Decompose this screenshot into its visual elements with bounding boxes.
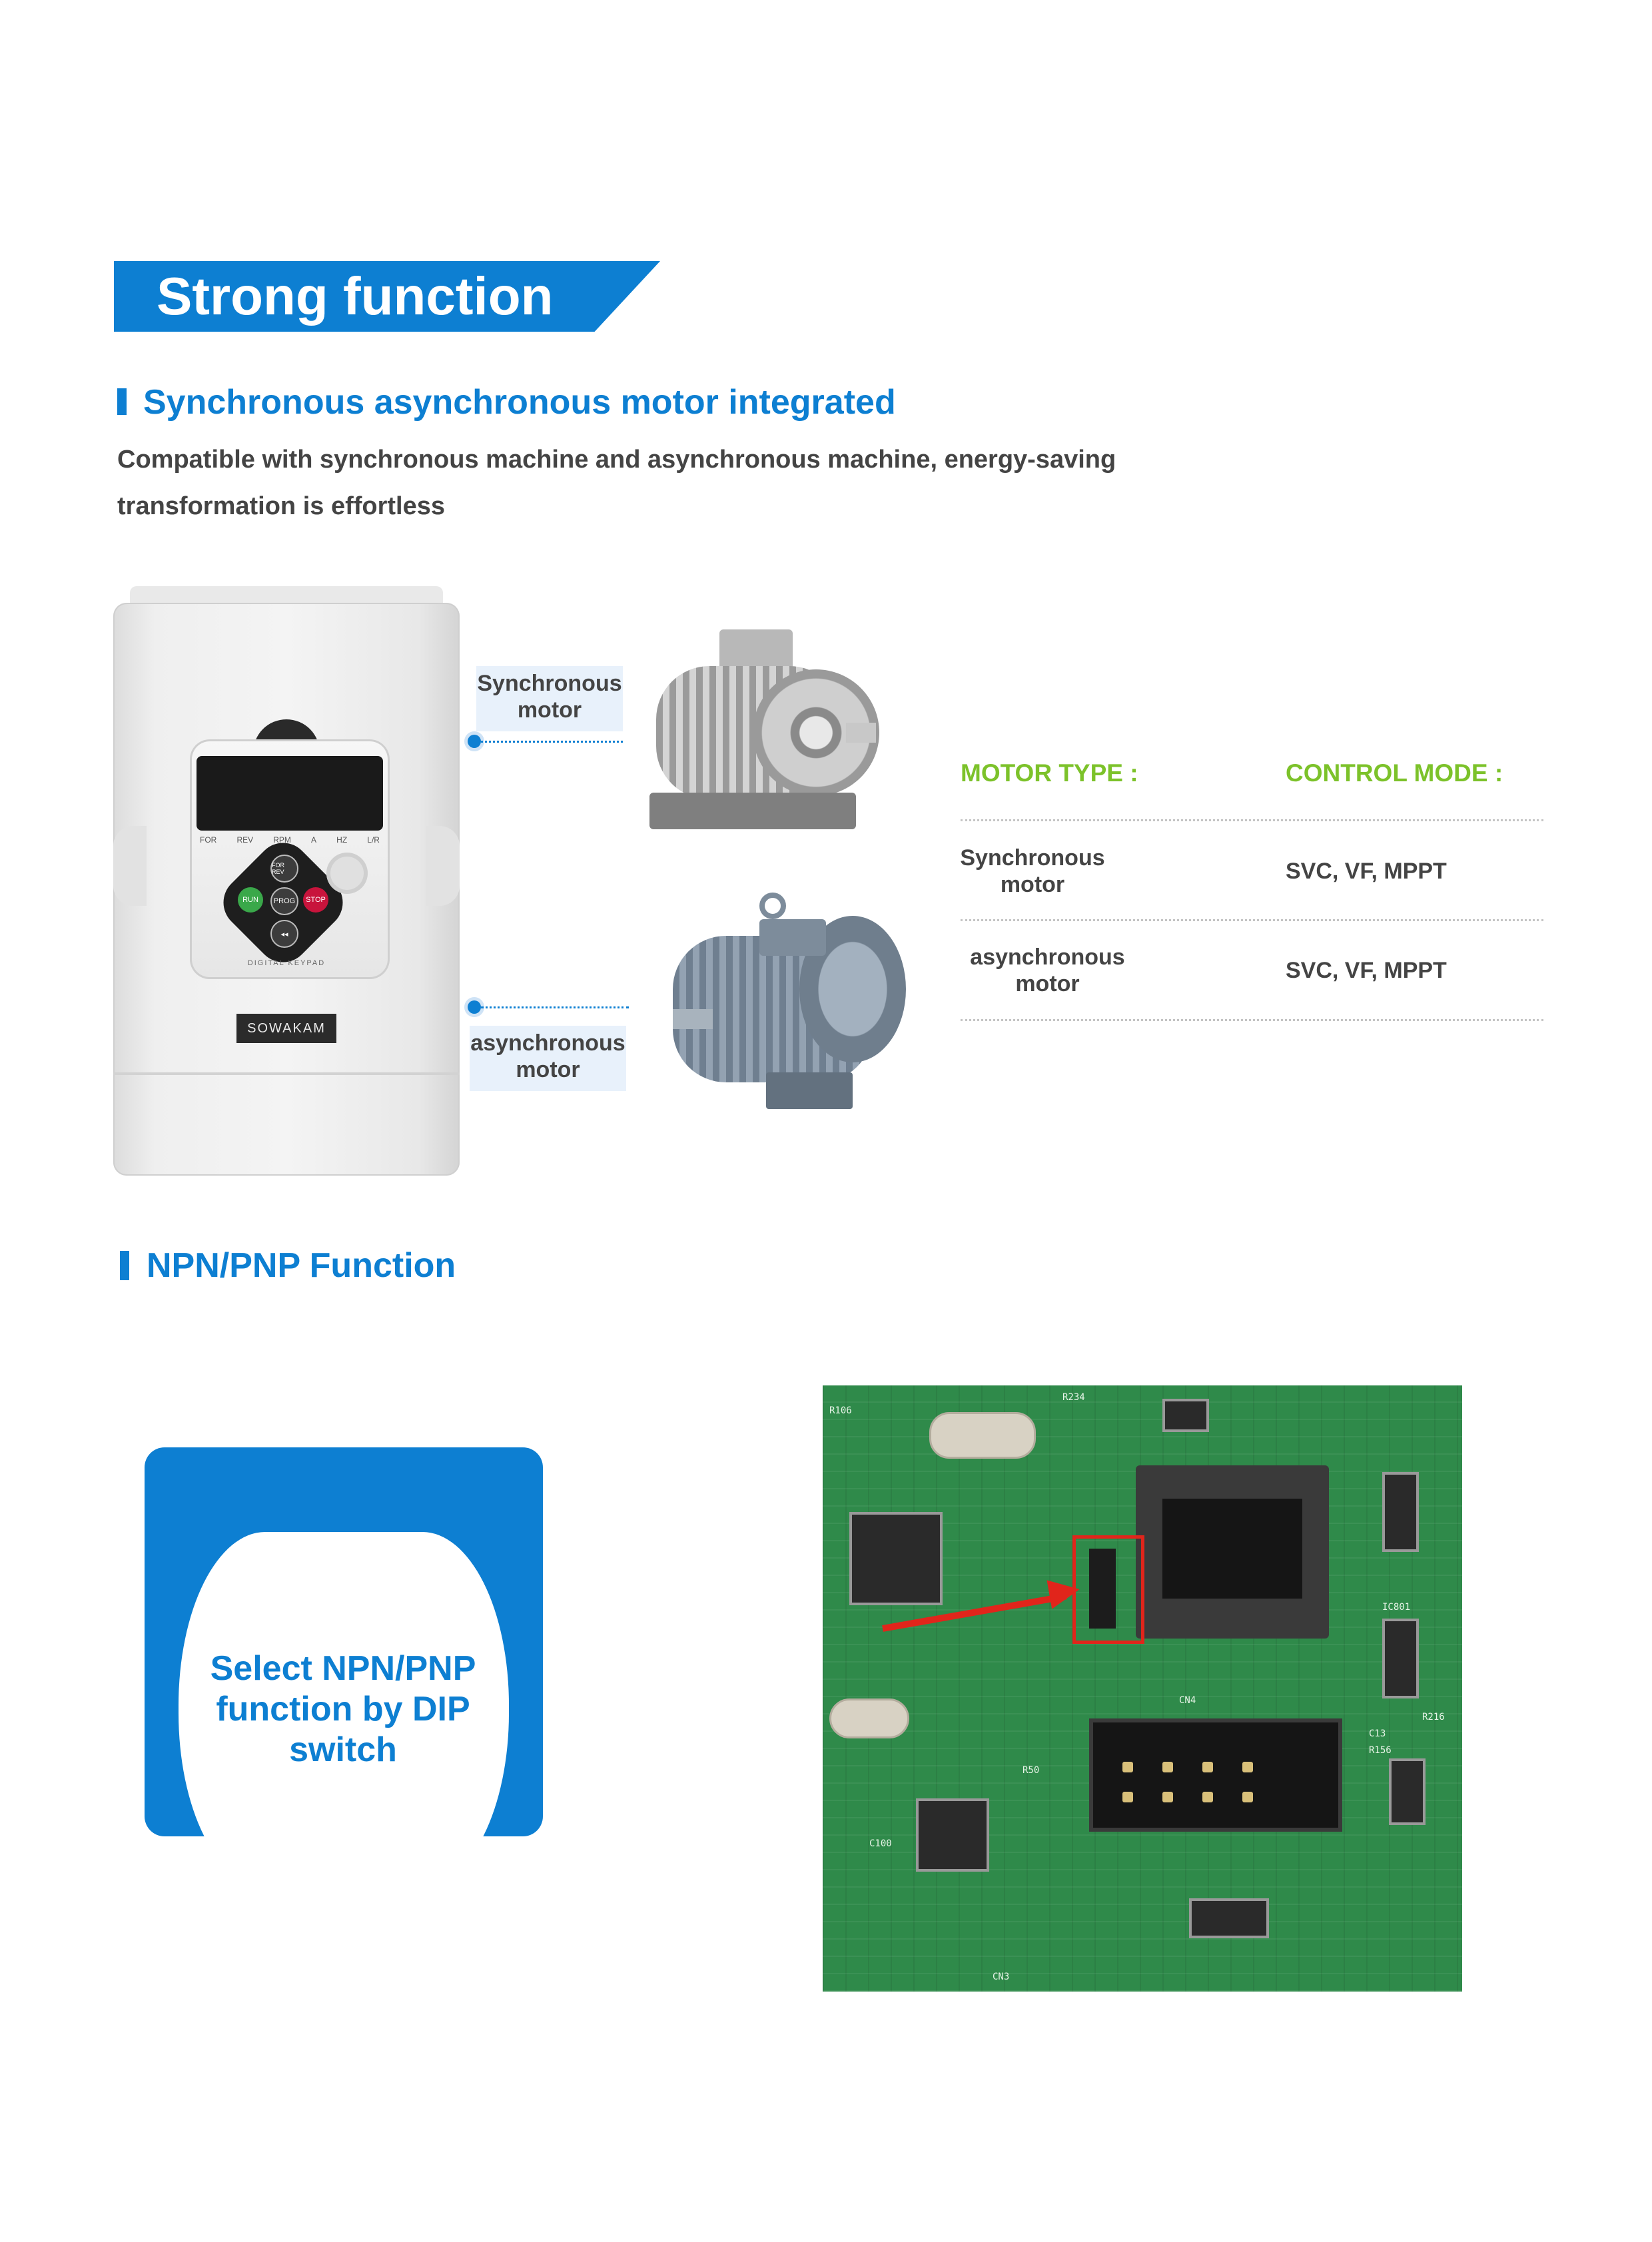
page-title: Strong function	[157, 266, 554, 326]
silkscreen-label: R106	[829, 1405, 852, 1416]
callout-asynchronous: asynchronous motor	[470, 1026, 626, 1091]
silkscreen-label: R156	[1369, 1745, 1392, 1756]
led-display	[197, 756, 383, 831]
cell-line: Synchronous	[960, 845, 1105, 871]
header-pin	[1122, 1792, 1133, 1802]
ic-chip	[1162, 1399, 1209, 1432]
silkscreen-label: C13	[1369, 1728, 1386, 1739]
table-divider	[961, 819, 1543, 821]
section-marker	[117, 388, 127, 415]
run-key: RUN	[238, 887, 263, 913]
npn-card-text: Select NPN/PNP function by DIP switch	[193, 1649, 493, 1770]
pin-header	[1089, 1718, 1342, 1832]
indicator-label: REV	[236, 835, 254, 845]
header-pin	[1202, 1762, 1213, 1772]
table-cell-type: asynchronous motor	[966, 944, 1129, 997]
fwd-rev-key: FOR REV	[270, 855, 298, 883]
cell-line: motor	[1000, 872, 1065, 897]
cell-line: motor	[1015, 971, 1080, 996]
table-header-motor-type: MOTOR TYPE :	[961, 759, 1138, 787]
table-divider	[961, 1019, 1543, 1021]
npn-card-inner	[179, 1532, 509, 1886]
callout-line: asynchronous	[470, 1030, 625, 1056]
silkscreen-label: CN4	[1179, 1695, 1196, 1706]
brand-label: SOWAKAM	[236, 1014, 336, 1043]
description-line: transformation is effortless	[117, 492, 445, 520]
callout-dot	[468, 1000, 481, 1014]
header-pin	[1122, 1762, 1133, 1772]
dip-switch	[1089, 1549, 1116, 1629]
header-banner	[114, 261, 660, 332]
description-line: Compatible with synchronous machine and …	[117, 446, 1116, 474]
terminal-box	[759, 919, 826, 956]
dip-switch-highlight	[1072, 1535, 1144, 1644]
silkscreen-label: R234	[1062, 1392, 1085, 1403]
lifting-eye	[759, 893, 786, 919]
indicator-label: HZ	[336, 835, 348, 845]
silkscreen-label: R50	[1023, 1765, 1040, 1776]
silkscreen-label: C100	[869, 1838, 892, 1849]
ic-chip	[1382, 1619, 1419, 1698]
inverter-grip-left	[113, 826, 147, 906]
crystal	[829, 1698, 909, 1738]
indicator-labels: FOR REV RPM A HZ L/R	[200, 835, 380, 845]
pcb-photo: R106 R234 CN4 IC801 R216 C100 R156 C13 R…	[823, 1385, 1462, 1992]
indicator-label: L/R	[367, 835, 380, 845]
motor-shaft	[846, 723, 876, 743]
rj45-port	[1162, 1499, 1302, 1599]
ic-chip	[1389, 1758, 1426, 1825]
callout-synchronous: Synchronous motor	[476, 666, 623, 731]
callout-connector	[481, 741, 623, 743]
callout-line: Synchronous	[477, 671, 622, 696]
pointer-arrow-head	[1046, 1575, 1082, 1609]
header-pin	[1242, 1762, 1253, 1772]
cell-line: asynchronous	[970, 944, 1125, 970]
table-cell-mode: SVC, VF, MPPT	[1286, 958, 1447, 983]
indicator-label: A	[311, 835, 317, 845]
motor-base	[649, 793, 856, 829]
ic-chip	[916, 1798, 989, 1872]
motor-shaft	[673, 1009, 713, 1029]
potentiometer-knob	[326, 853, 368, 894]
section-description: Compatible with synchronous machine and …	[117, 436, 1183, 530]
prog-key: PROG	[270, 887, 298, 915]
section-marker	[120, 1251, 129, 1280]
silkscreen-label: CN3	[993, 1972, 1010, 1982]
callout-line: motor	[516, 1057, 580, 1082]
silkscreen-label: R216	[1422, 1712, 1445, 1722]
table-cell-mode: SVC, VF, MPPT	[1286, 859, 1447, 884]
table-divider	[961, 919, 1543, 921]
header-pin	[1242, 1792, 1253, 1802]
card-line: Select NPN/PNP	[210, 1649, 476, 1688]
callout-line: motor	[517, 697, 582, 723]
inverter-seam	[113, 1072, 460, 1075]
section-title-motor: Synchronous asynchronous motor integrate…	[143, 383, 896, 422]
ic-chip	[1382, 1472, 1419, 1552]
keypad-caption: DIGITAL KEYPAD	[247, 959, 326, 967]
section-title-npn: NPN/PNP Function	[147, 1246, 456, 1285]
stop-key: STOP	[303, 887, 328, 913]
indicator-label: FOR	[200, 835, 217, 845]
motor-foot	[766, 1072, 853, 1109]
back-key: ◂◂	[270, 920, 298, 948]
header-pin	[1162, 1792, 1173, 1802]
microcontroller-chip	[849, 1512, 943, 1605]
card-line: function by DIP	[216, 1690, 470, 1728]
table-header-control-mode: CONTROL MODE :	[1286, 759, 1503, 787]
header-pin	[1202, 1792, 1213, 1802]
silkscreen-label: IC801	[1382, 1602, 1411, 1613]
callout-connector	[481, 1006, 629, 1008]
card-line: switch	[289, 1730, 397, 1769]
inverter-grip-right	[426, 826, 460, 906]
header-pin	[1162, 1762, 1173, 1772]
ic-chip	[1189, 1898, 1269, 1938]
callout-dot	[468, 735, 481, 748]
crystal	[929, 1412, 1036, 1459]
table-cell-type: Synchronous motor	[953, 845, 1112, 898]
